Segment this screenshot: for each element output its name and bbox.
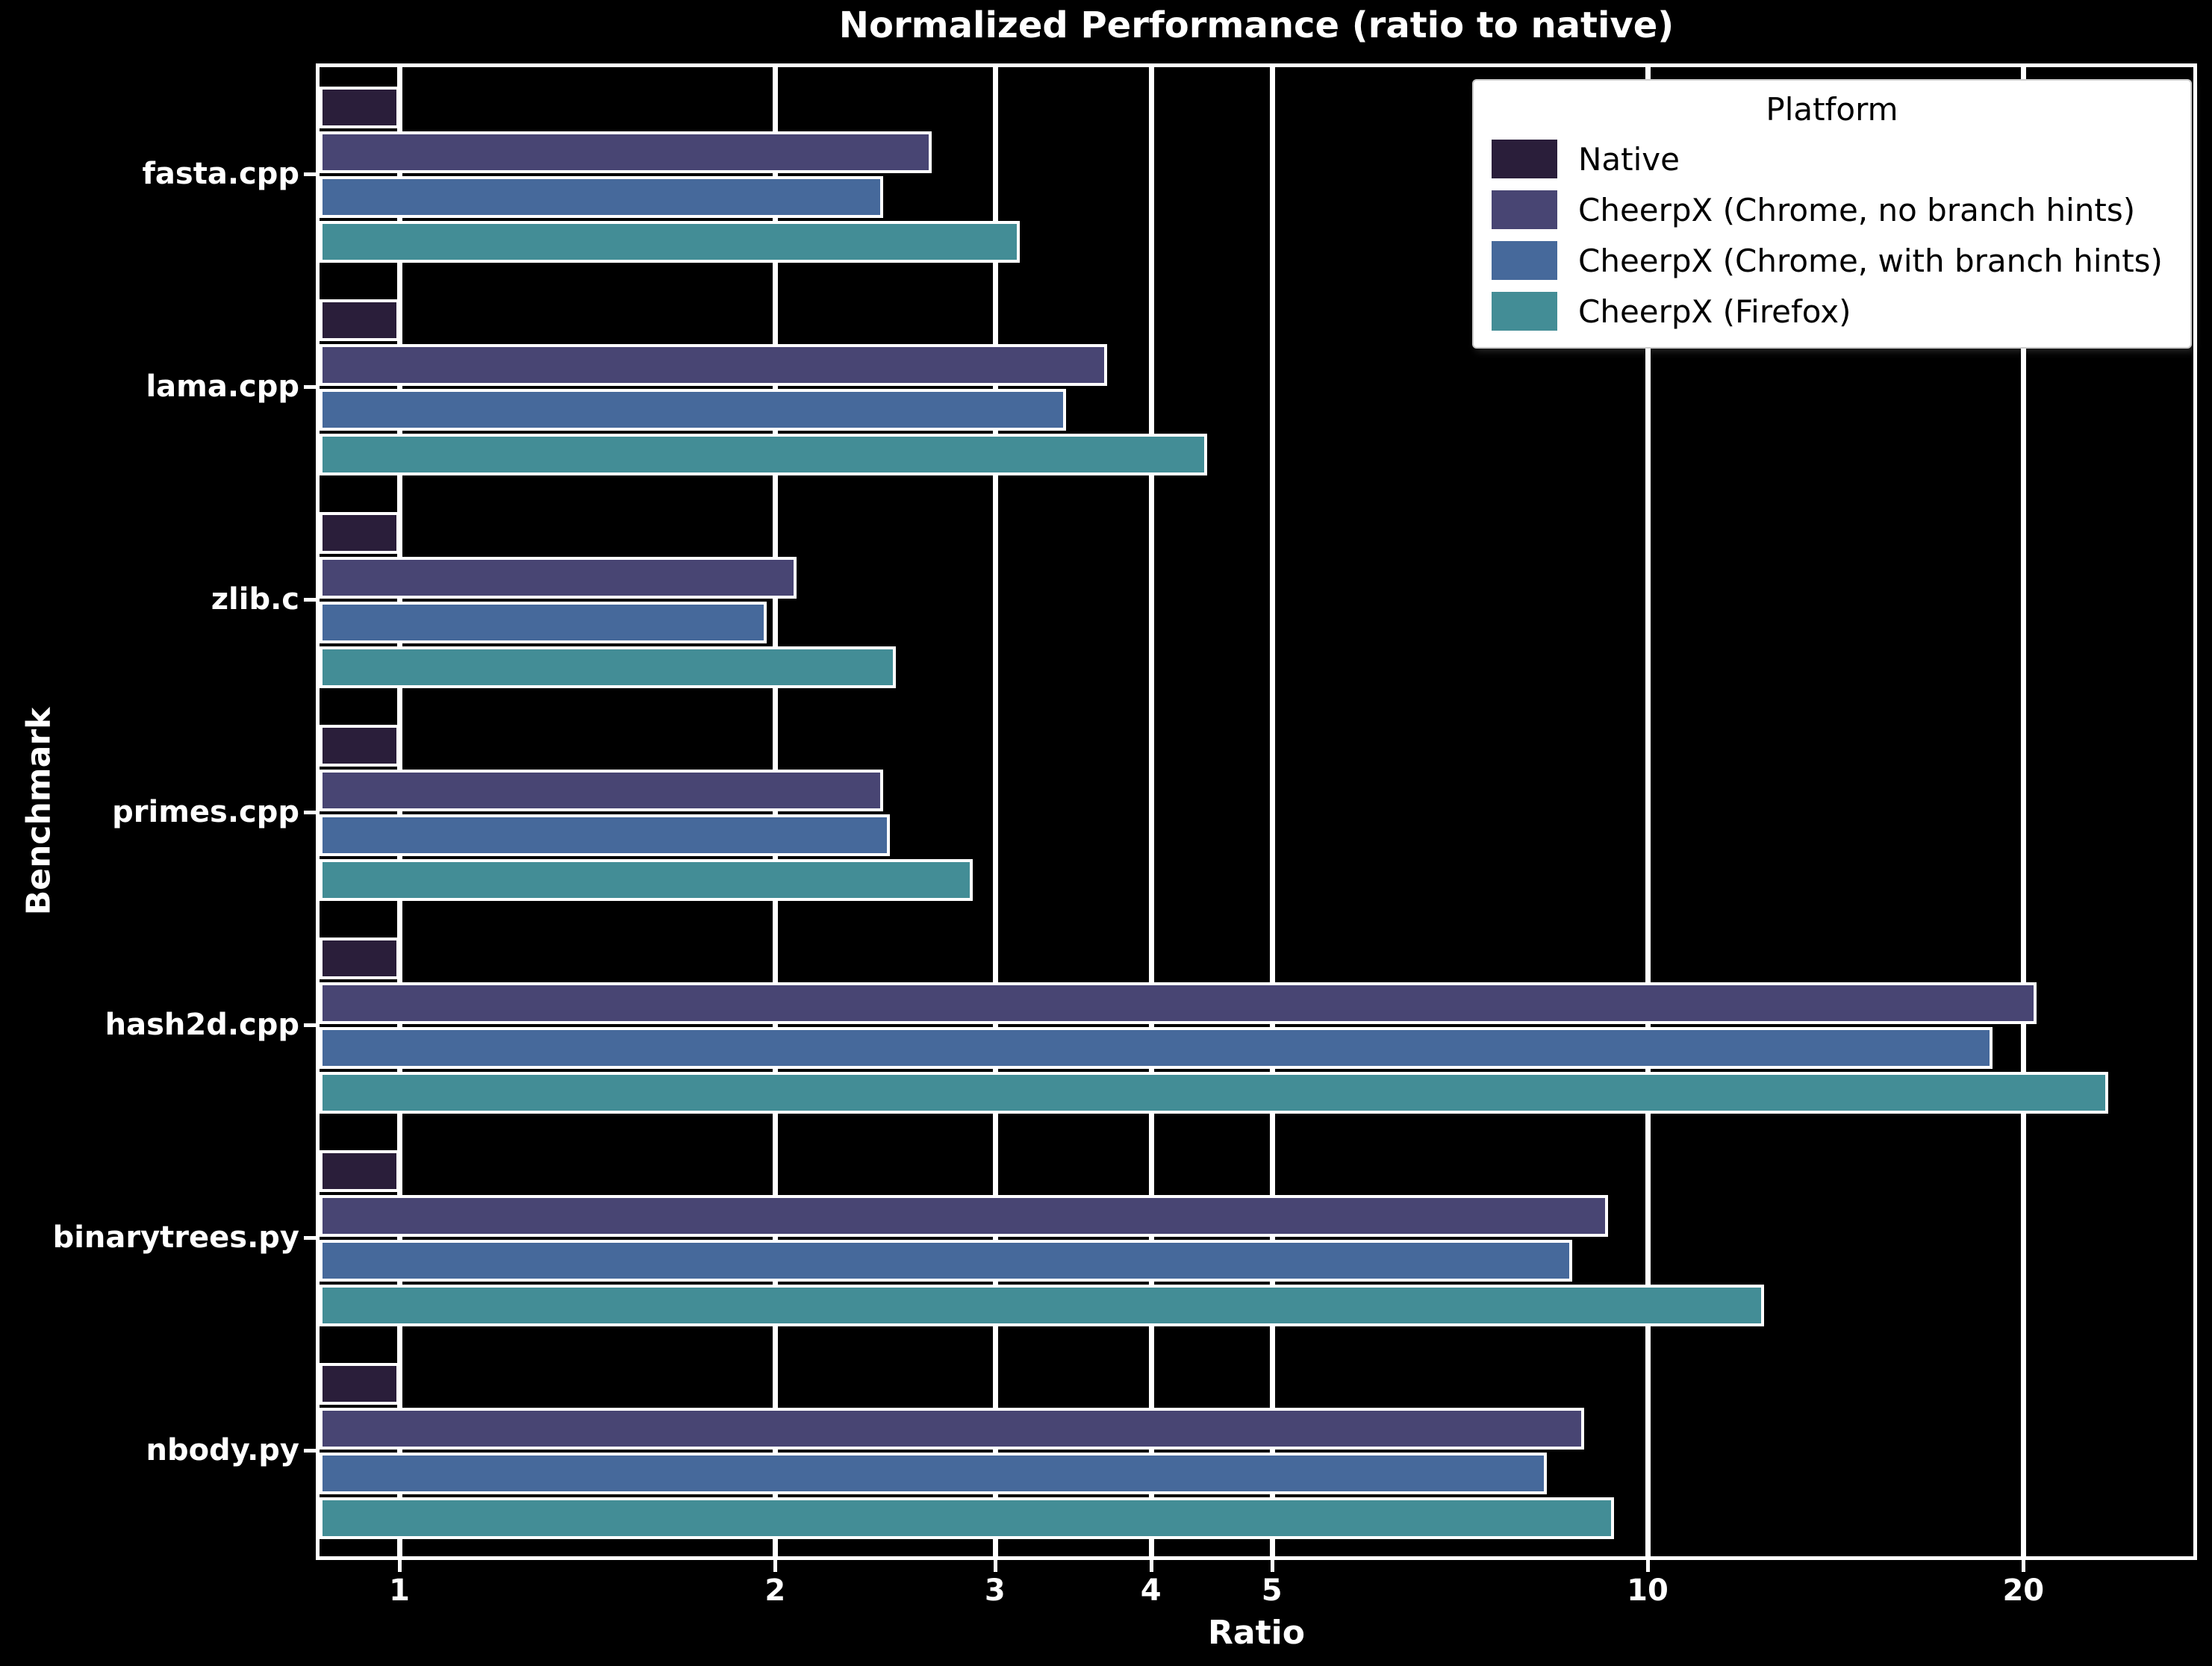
top-spine [316, 63, 2197, 67]
x-tick-mark-20 [2022, 1560, 2026, 1572]
y-tick-mark-zlib.c [304, 597, 316, 602]
gridline-1 [397, 67, 402, 1556]
gridline-10 [1645, 67, 1651, 1556]
y-tick-label-nbody.py: nbody.py [146, 1432, 299, 1467]
x-tick-mark-5 [1270, 1560, 1274, 1572]
bar-primes.cpp-Native [320, 725, 399, 767]
bar-zlib.c-CheerpX (Firefox) [320, 646, 897, 688]
bar-hash2d.cpp-CheerpX (Firefox) [320, 1072, 2109, 1114]
bar-binarytrees.py-CheerpX (Chrome, with branch hints) [320, 1240, 1572, 1282]
bar-nbody.py-CheerpX (Firefox) [320, 1497, 1615, 1539]
legend-swatch-CheerpX (Chrome, no branch hints) [1492, 190, 1557, 229]
y-tick-mark-fasta.cpp [304, 172, 316, 176]
gridline-4 [1148, 67, 1154, 1556]
bar-fasta.cpp-CheerpX (Firefox) [320, 221, 1020, 263]
x-tick-mark-2 [773, 1560, 778, 1572]
legend-entry-Native: Native [1492, 140, 2172, 178]
legend-title: Platform [1766, 91, 1898, 128]
bar-fasta.cpp-Native [320, 87, 399, 128]
legend-label-Native: Native [1578, 140, 1680, 178]
bottom-spine [316, 1556, 2197, 1560]
legend-label-CheerpX (Chrome, no branch hints): CheerpX (Chrome, no branch hints) [1578, 191, 2136, 228]
bar-nbody.py-CheerpX (Chrome, with branch hints) [320, 1453, 1547, 1494]
x-tick-mark-1 [398, 1560, 402, 1572]
bar-hash2d.cpp-CheerpX (Chrome, no branch hints) [320, 982, 2037, 1024]
x-tick-label-20: 20 [2002, 1573, 2045, 1608]
y-tick-label-primes.cpp: primes.cpp [112, 794, 299, 829]
bar-lama.cpp-CheerpX (Chrome, with branch hints) [320, 389, 1066, 431]
x-tick-mark-3 [993, 1560, 997, 1572]
x-tick-label-10: 10 [1627, 1573, 1669, 1608]
y-tick-mark-primes.cpp [304, 810, 316, 814]
y-tick-label-zlib.c: zlib.c [211, 581, 299, 617]
bar-primes.cpp-CheerpX (Chrome, no branch hints) [320, 770, 883, 811]
legend-entry-CheerpX (Chrome, no branch hints): CheerpX (Chrome, no branch hints) [1492, 190, 2172, 229]
bar-fasta.cpp-CheerpX (Chrome, with branch hints) [320, 176, 883, 218]
bar-lama.cpp-Native [320, 299, 399, 341]
bar-binarytrees.py-CheerpX (Firefox) [320, 1285, 1765, 1326]
legend-entry-CheerpX (Chrome, with branch hints): CheerpX (Chrome, with branch hints) [1492, 241, 2172, 280]
y-tick-label-binarytrees.py: binarytrees.py [52, 1220, 299, 1255]
y-tick-mark-hash2d.cpp [304, 1023, 316, 1027]
bar-nbody.py-Native [320, 1363, 399, 1405]
x-tick-label-2: 2 [764, 1573, 786, 1608]
bar-lama.cpp-CheerpX (Chrome, no branch hints) [320, 344, 1108, 386]
bar-fasta.cpp-CheerpX (Chrome, no branch hints) [320, 131, 932, 173]
gridline-20 [2021, 67, 2027, 1556]
gridline-5 [1269, 67, 1275, 1556]
legend-swatch-Native [1492, 140, 1557, 178]
y-tick-mark-binarytrees.py [304, 1235, 316, 1240]
bar-binarytrees.py-CheerpX (Chrome, no branch hints) [320, 1195, 1609, 1237]
gridline-3 [992, 67, 998, 1556]
bar-nbody.py-CheerpX (Chrome, no branch hints) [320, 1408, 1585, 1450]
y-tick-label-lama.cpp: lama.cpp [146, 369, 299, 404]
gridline-2 [773, 67, 779, 1556]
x-tick-label-1: 1 [389, 1573, 410, 1608]
x-axis-label: Ratio [1208, 1614, 1305, 1652]
x-tick-label-3: 3 [984, 1573, 1006, 1608]
left-spine [316, 63, 320, 1560]
legend-swatch-CheerpX (Chrome, with branch hints) [1492, 241, 1557, 280]
y-tick-mark-nbody.py [304, 1448, 316, 1453]
x-tick-label-5: 5 [1261, 1573, 1283, 1608]
bar-primes.cpp-CheerpX (Chrome, with branch hints) [320, 814, 890, 856]
bar-hash2d.cpp-CheerpX (Chrome, with branch hints) [320, 1027, 1993, 1069]
bar-lama.cpp-CheerpX (Firefox) [320, 434, 1208, 475]
y-tick-label-hash2d.cpp: hash2d.cpp [105, 1007, 299, 1042]
legend-label-CheerpX (Chrome, with branch hints): CheerpX (Chrome, with branch hints) [1578, 242, 2163, 279]
bar-binarytrees.py-Native [320, 1150, 399, 1192]
bar-zlib.c-Native [320, 512, 399, 554]
legend-entry-CheerpX (Firefox): CheerpX (Firefox) [1492, 292, 2172, 331]
x-tick-label-4: 4 [1140, 1573, 1162, 1608]
y-tick-label-fasta.cpp: fasta.cpp [142, 156, 300, 191]
right-spine [2193, 63, 2197, 1560]
bar-zlib.c-CheerpX (Chrome, with branch hints) [320, 602, 767, 643]
x-tick-mark-4 [1149, 1560, 1153, 1572]
bar-primes.cpp-CheerpX (Firefox) [320, 859, 973, 901]
x-tick-mark-10 [1646, 1560, 1650, 1572]
chart-title: Normalized Performance (ratio to native) [838, 4, 1674, 46]
legend-label-CheerpX (Firefox): CheerpX (Firefox) [1578, 293, 1851, 330]
legend-swatch-CheerpX (Firefox) [1492, 292, 1557, 331]
y-tick-mark-lama.cpp [304, 384, 316, 389]
y-axis-label: Benchmark [19, 707, 58, 916]
bar-zlib.c-CheerpX (Chrome, no branch hints) [320, 557, 797, 599]
bar-hash2d.cpp-Native [320, 937, 399, 979]
